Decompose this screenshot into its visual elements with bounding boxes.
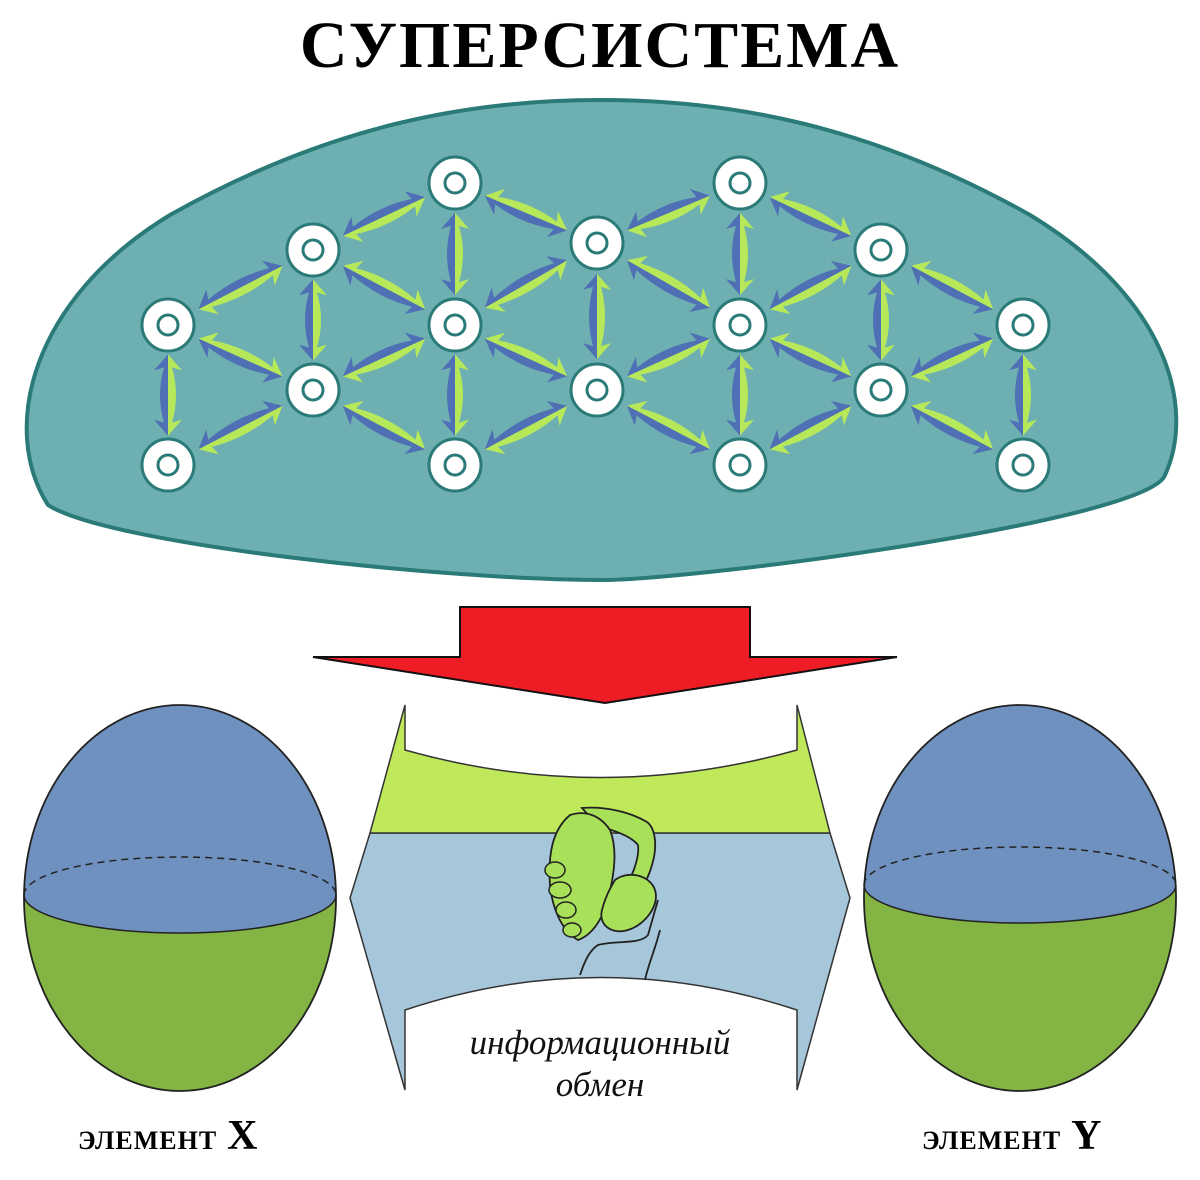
double-arrow-icon	[342, 191, 426, 242]
exchange-band-green	[369, 704, 831, 834]
double-arrow-icon	[726, 212, 754, 296]
double-arrow-icon	[484, 332, 568, 383]
node-icon	[285, 362, 341, 418]
double-arrow-icon	[627, 188, 710, 238]
element-y-word: ЭЛЕМЕНТ	[922, 1126, 1062, 1155]
double-arrow-icon	[342, 260, 426, 315]
node-icon	[712, 297, 768, 353]
double-arrow-icon	[154, 354, 182, 436]
exchange-caption: информационный обмен	[430, 1022, 770, 1106]
double-arrow-icon	[769, 191, 852, 242]
double-arrow-icon	[769, 400, 852, 455]
double-arrow-icon	[299, 279, 327, 361]
double-arrow-icon	[910, 260, 994, 315]
element-x-word: ЭЛЕМЕНТ	[78, 1126, 218, 1155]
element-y-letter: Y	[1071, 1113, 1102, 1159]
node-icon	[140, 437, 196, 493]
double-arrow-icon	[627, 400, 710, 455]
double-arrow-icon	[441, 212, 469, 296]
element-x-letter: X	[227, 1113, 258, 1159]
node-icon	[427, 155, 483, 211]
diagram-title: СУПЕРСИСТЕМА	[299, 9, 901, 82]
node-icon	[995, 437, 1051, 493]
double-arrow-icon	[441, 354, 469, 436]
double-arrow-icon	[484, 256, 568, 312]
double-arrow-icon	[342, 332, 426, 383]
node-icon	[712, 437, 768, 493]
node-icon	[285, 222, 341, 278]
exchange-band	[349, 704, 851, 1091]
connection-arrows	[154, 188, 1037, 455]
exchange-caption-line1: информационный	[469, 1023, 731, 1062]
exchange-caption-line2: обмен	[555, 1065, 645, 1104]
node-icon	[853, 362, 909, 418]
double-arrow-icon	[484, 188, 568, 238]
double-arrow-icon	[867, 279, 895, 361]
node-icon	[140, 297, 196, 353]
node-icon	[427, 437, 483, 493]
double-arrow-icon	[910, 400, 994, 455]
node-icon	[427, 297, 483, 353]
node-icon	[853, 222, 909, 278]
double-arrow-icon	[769, 332, 852, 383]
double-arrow-icon	[910, 332, 994, 383]
double-arrow-icon	[1009, 354, 1037, 436]
handshake-icon	[544, 806, 661, 981]
element-nodes	[140, 155, 1051, 493]
node-icon	[569, 215, 625, 271]
element-x-label: ЭЛЕМЕНТ X	[78, 1112, 258, 1160]
element-x-sphere	[23, 704, 337, 1092]
double-arrow-icon	[484, 400, 568, 455]
node-icon	[712, 155, 768, 211]
node-icon	[995, 297, 1051, 353]
double-arrow-icon	[726, 354, 754, 436]
double-arrow-icon	[198, 400, 283, 455]
node-icon	[569, 362, 625, 418]
double-arrow-icon	[769, 260, 852, 315]
double-arrow-icon	[627, 332, 710, 383]
double-arrow-icon	[198, 260, 283, 315]
double-arrow-icon	[583, 273, 611, 360]
exchange-band-blue	[349, 832, 851, 1091]
element-y-label: ЭЛЕМЕНТ Y	[922, 1112, 1102, 1160]
double-arrow-icon	[342, 400, 426, 455]
double-arrow-icon	[198, 332, 283, 383]
double-arrow-icon	[627, 256, 710, 312]
element-y-sphere	[863, 704, 1177, 1092]
down-arrow-icon	[312, 606, 898, 705]
